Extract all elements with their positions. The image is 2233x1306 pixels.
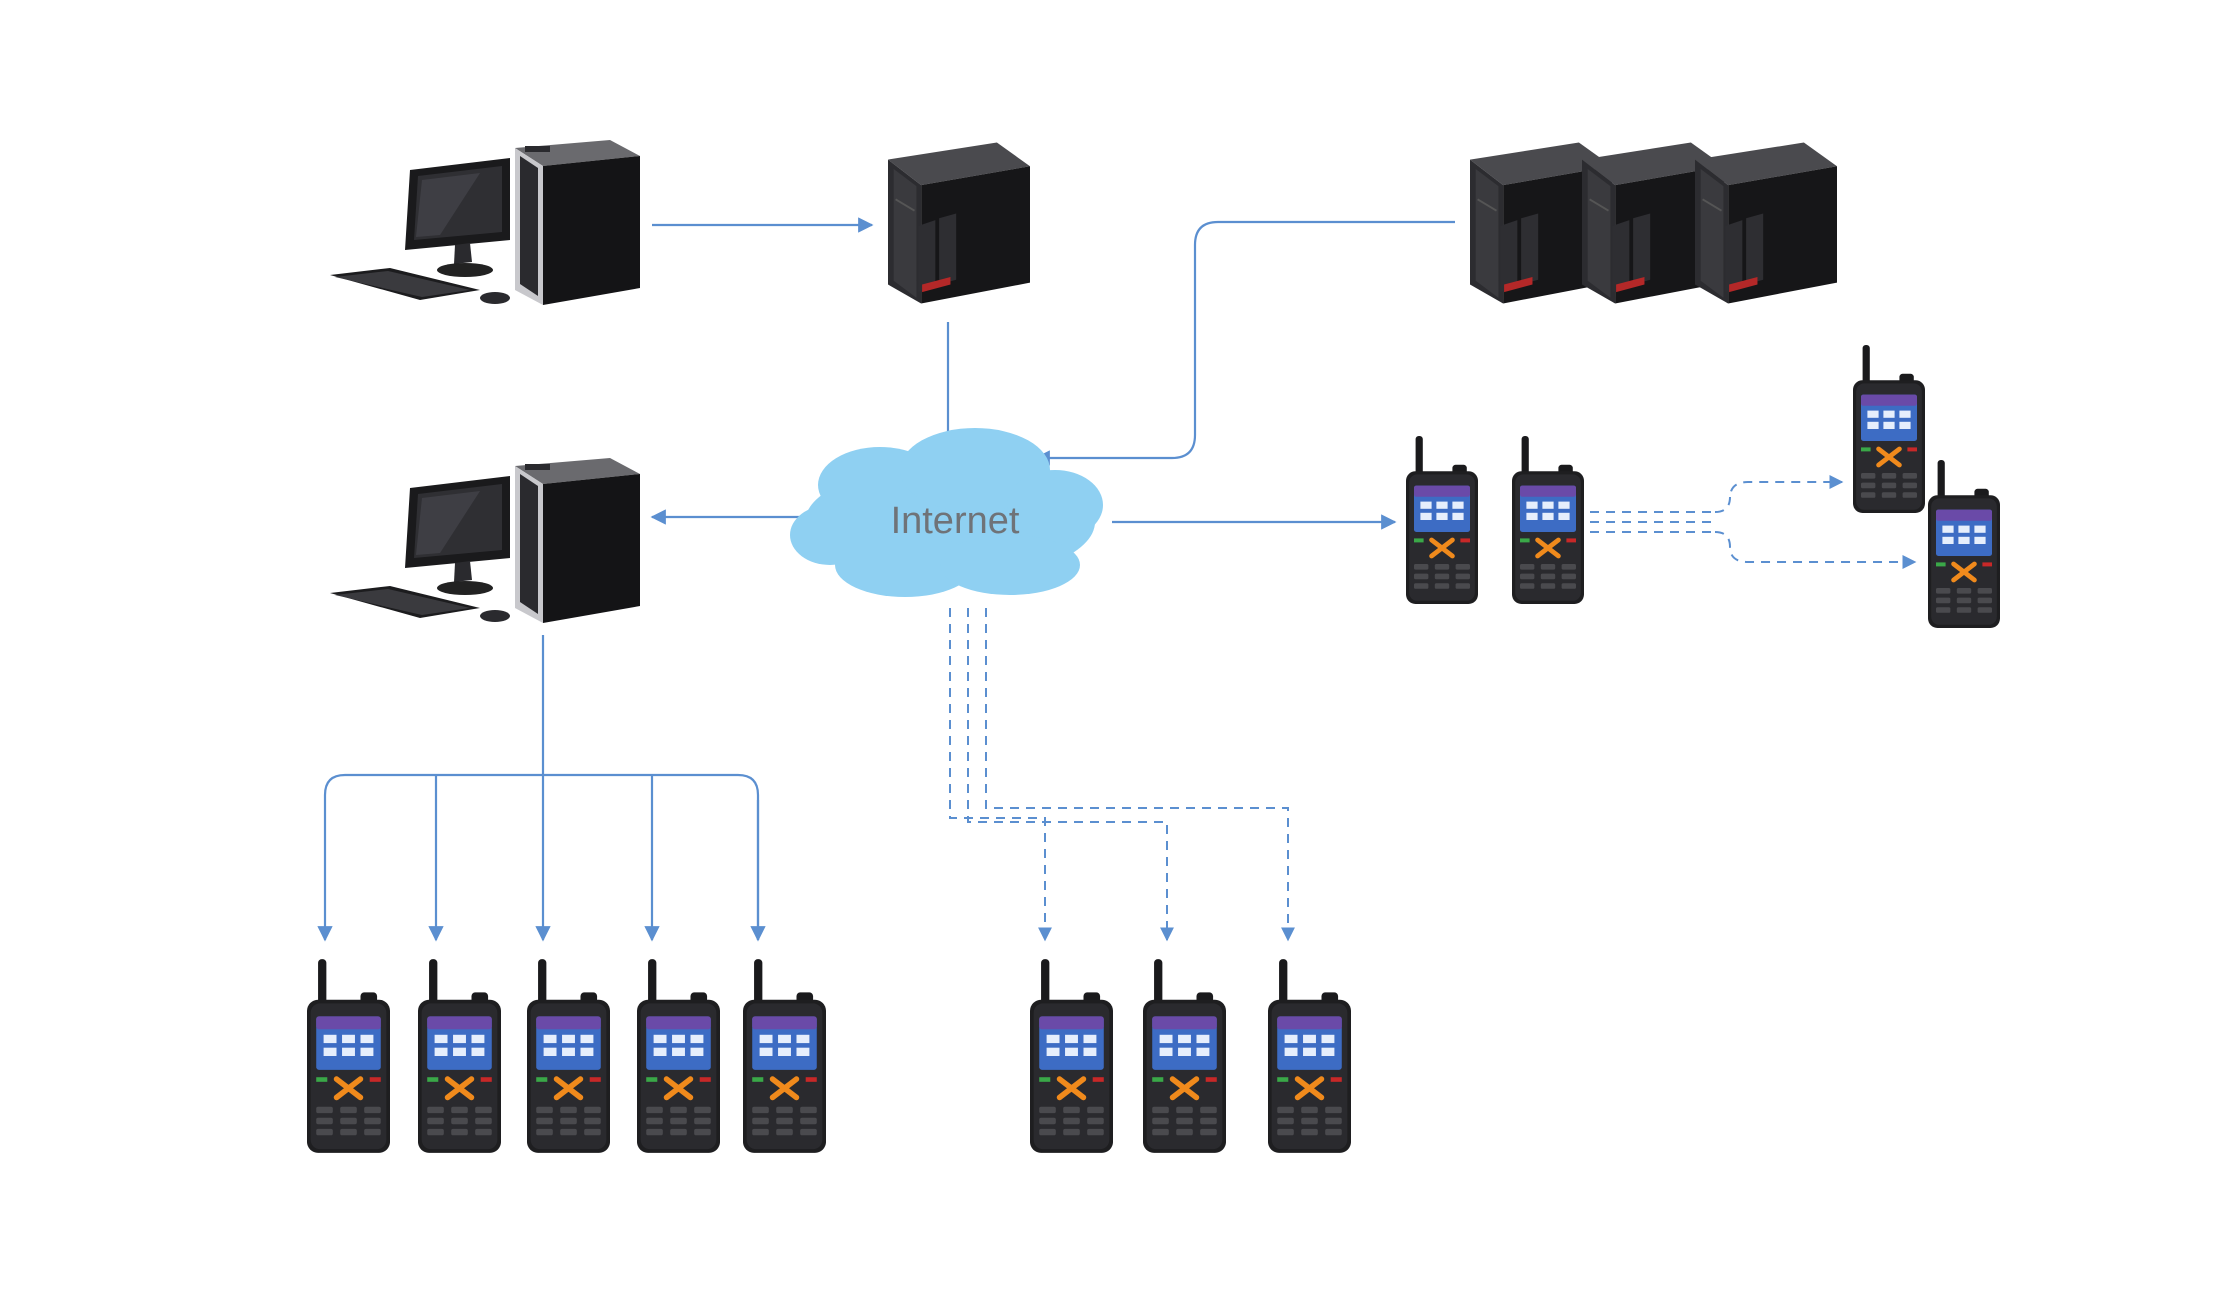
walkie-talkie-icon: [1512, 436, 1584, 604]
walkie-talkie-icon: [1268, 959, 1351, 1153]
walkie-talkie-icon: [418, 959, 501, 1153]
desktop-computer-icon: [330, 458, 640, 623]
walkie-talkie-icon: [743, 959, 826, 1153]
radio-pair-right: [1406, 436, 1584, 604]
walkie-talkie-icon: [1928, 460, 2000, 628]
walkie-talkie-icon: [1143, 959, 1226, 1153]
radio-group-middle: [1030, 959, 1351, 1153]
edge-pc-to-radio-group-left: [317, 635, 766, 942]
cloud-label: Internet: [891, 500, 1020, 542]
cloud-icon: [790, 428, 1103, 597]
walkie-talkie-icon: [1406, 436, 1478, 604]
server-tower-icon: [1695, 141, 1837, 305]
radio-far-right: [1853, 345, 2000, 628]
radio-group-left: [307, 959, 826, 1153]
internet-cloud: Internet: [790, 428, 1103, 597]
walkie-talkie-icon: [637, 959, 720, 1153]
edge-internet-to-radio-group-middle: [949, 608, 1295, 942]
edge-server-cluster-to-internet: [1034, 220, 1455, 466]
desktop-computer-icon: [330, 140, 640, 305]
walkie-talkie-icon: [307, 959, 390, 1153]
walkie-talkie-icon: [1030, 959, 1113, 1153]
walkie-talkie-icon: [527, 959, 610, 1153]
edge-radios-to-far-right: [1590, 475, 1917, 569]
walkie-talkie-icon: [1853, 345, 1925, 513]
server-cluster: [1470, 141, 1837, 305]
server-tower-icon: [888, 141, 1030, 305]
